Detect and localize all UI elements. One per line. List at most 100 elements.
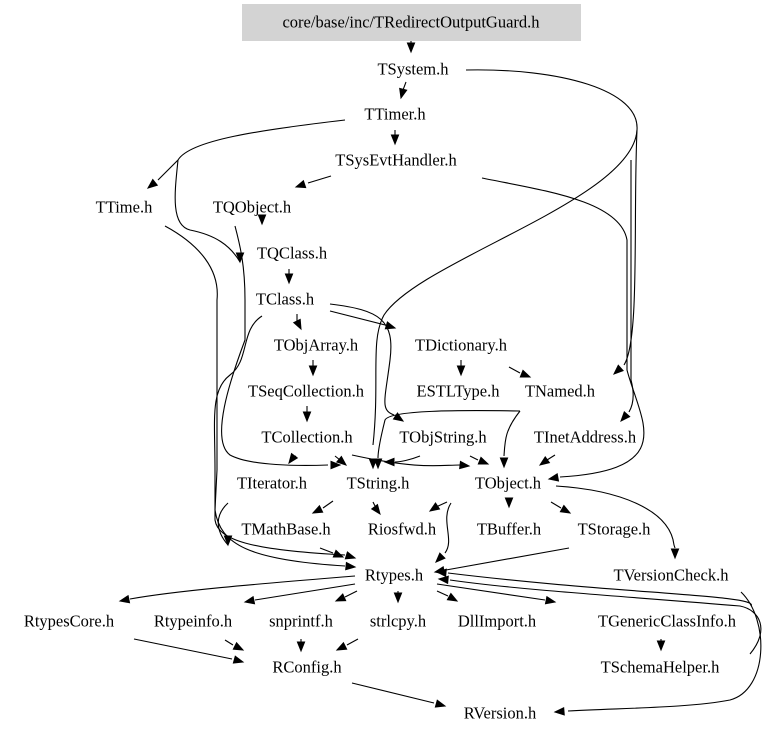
node-TDictionary[interactable]: TDictionary.h [415,336,508,355]
node-Rtypes[interactable]: Rtypes.h [365,566,424,585]
node-TGenericClassInfo[interactable]: TGenericClassInfo.h [598,612,737,631]
edge-strlcpy-to-RConfig [335,638,359,651]
node-TStorage[interactable]: TStorage.h [578,520,652,539]
edge-line [319,547,334,554]
edge-TObjArray-to-TSeqCollection [308,360,318,377]
edges-layer [118,36,762,716]
node-TInetAddress[interactable]: TInetAddress.h [534,428,637,447]
edge-TDictionary-to-ESTLType [456,360,466,377]
node-label: TGenericClassInfo.h [598,612,737,631]
node-RtypesCore[interactable]: RtypesCore.h [24,612,115,631]
nodes-layer: core/base/inc/TRedirectOutputGuard.hTSys… [24,4,737,723]
node-label: TQClass.h [257,244,328,263]
arrowhead-icon [435,568,447,578]
edge-TQObject-to-TString [221,225,342,470]
node-Riosfwd[interactable]: Riosfwd.h [368,520,437,539]
edge-TString-to-Riosfwd [370,501,381,516]
node-label: TSchemaHelper.h [601,658,720,677]
arrowhead-icon [399,87,408,100]
node-TIterator[interactable]: TIterator.h [237,474,308,493]
node-ESTLType[interactable]: ESTLType.h [416,382,500,401]
edge-Rtypes-to-TGenericClassInfo [436,583,557,605]
edge-line [445,547,570,571]
arrowhead-icon [370,503,381,516]
arrowhead-icon [311,504,324,514]
node-label: TVersionCheck.h [613,566,729,585]
node-label: TMathBase.h [241,520,331,539]
edge-TSystem-to-TInetAddress [620,160,634,423]
node-TCollection[interactable]: TCollection.h [261,428,353,447]
node-TTime[interactable]: TTime.h [96,198,153,217]
node-TString[interactable]: TString.h [347,474,411,493]
node-TMathBase[interactable]: TMathBase.h [241,520,331,539]
node-TNamed[interactable]: TNamed.h [525,382,596,401]
edge-line [213,315,346,556]
arrowhead-icon [308,365,318,377]
edge-RConfig-to-RVersion [351,682,447,708]
node-label: Riosfwd.h [368,520,437,539]
edge-line [344,590,358,598]
node-TObject[interactable]: TObject.h [475,474,542,493]
edge-TQObject-to-TQClass [257,214,267,226]
edge-TObject-to-TBuffer [504,497,514,509]
edge-line [329,310,386,326]
arrowhead-icon [437,575,449,585]
edge-line [217,502,229,546]
node-snprintf[interactable]: snprintf.h [269,612,333,631]
node-TSeqCollection[interactable]: TSeqCollection.h [248,382,365,401]
arrowhead-icon [334,593,347,602]
node-TBuffer[interactable]: TBuffer.h [477,520,542,539]
edge-TTimer-to-TSysEvtHandler [390,130,400,146]
node-TQClass[interactable]: TQClass.h [257,244,328,263]
arrowhead-icon [284,273,294,285]
edge-line [436,590,449,597]
edge-line [254,583,356,601]
edge-TQClass-to-TClass [284,269,294,285]
arrowhead-icon [519,369,532,378]
edge-TSystem-to-TNamed [612,129,638,375]
node-TObjArray[interactable]: TObjArray.h [274,336,359,355]
arrowhead-icon [373,458,383,470]
edge-line [372,69,638,446]
node-RConfig[interactable]: RConfig.h [272,658,342,677]
node-TSysEvtHandler[interactable]: TSysEvtHandler.h [335,151,457,170]
edge-line [329,303,395,416]
node-label: TDictionary.h [415,336,508,355]
edge-TMathBase-to-Rtypes [319,547,345,558]
arrowhead-icon [344,551,357,560]
node-TClass[interactable]: TClass.h [256,290,315,309]
edge-line [133,638,233,660]
node-RVersion[interactable]: RVersion.h [464,704,537,723]
node-strlcpy[interactable]: strlcpy.h [370,612,427,631]
edge-TDictionary-to-TNamed [508,366,532,378]
node-TTimer[interactable]: TTimer.h [364,105,426,124]
edge-Rtypes-to-RtypesCore [118,575,356,604]
root-node[interactable]: core/base/inc/TRedirectOutputGuard.h [242,4,581,41]
edge-line [322,500,334,509]
arrowhead-icon [670,548,680,560]
edge-line [346,638,359,646]
edge-line [567,591,762,712]
edge-line [402,81,407,91]
arrowhead-icon [383,457,395,467]
edge-TCollection-to-TString [334,455,348,466]
edge-TClass-to-TObjArray [292,314,302,331]
edge-TObject-to-Rtypes [435,502,452,563]
node-TSystem[interactable]: TSystem.h [377,60,449,79]
node-TVersionCheck[interactable]: TVersionCheck.h [613,566,729,585]
node-TSchemaHelper[interactable]: TSchemaHelper.h [601,658,720,677]
node-DllImport[interactable]: DllImport.h [458,612,537,631]
node-label: DllImport.h [458,612,537,631]
edge-line [221,225,329,466]
arrowhead-icon [390,134,400,146]
node-TObjString[interactable]: TObjString.h [399,428,487,447]
arrowhead-icon [446,592,459,602]
node-TQObject[interactable]: TQObject.h [213,198,292,217]
edge-TObjString-to-TString [383,455,421,467]
arrowhead-icon [232,641,245,651]
arrowhead-icon [434,699,447,708]
edge-line [623,129,638,366]
node-Rtypeinfo[interactable]: Rtypeinfo.h [154,612,233,631]
edge-TStorage-to-Rtypes [433,547,570,575]
arrowhead-icon [330,460,342,470]
